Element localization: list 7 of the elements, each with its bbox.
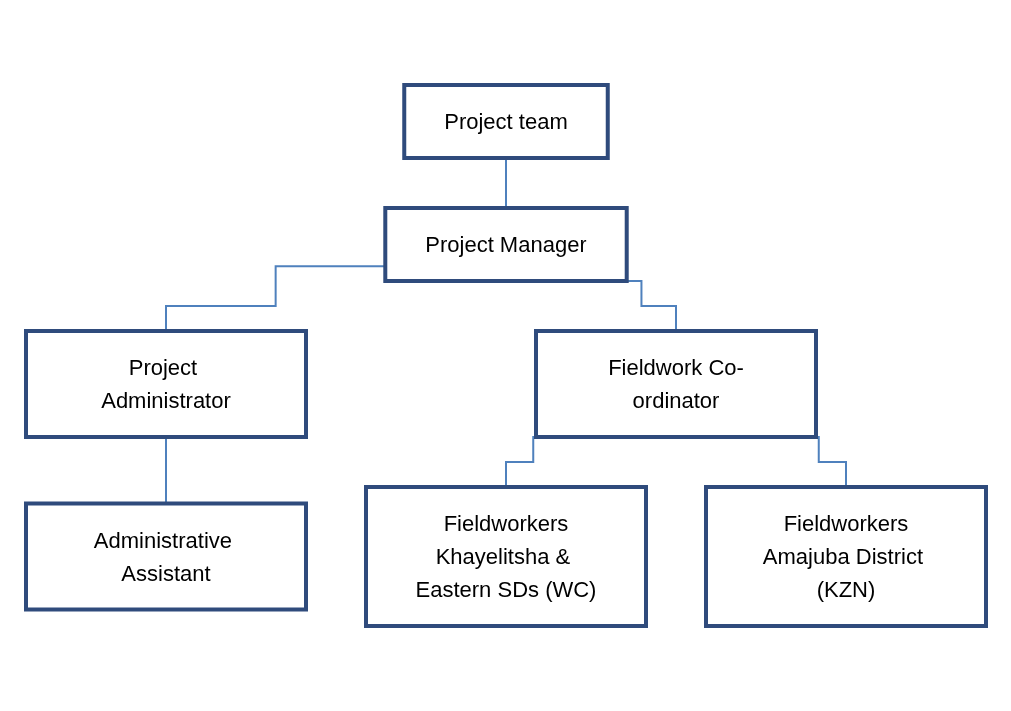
node-box: Project Manager — [382, 206, 629, 283]
node-box: Project team — [401, 83, 610, 160]
node-box: Fieldworkers Khayelitsha & Eastern SDs (WC) — [363, 485, 648, 628]
node-box: Project Administrator — [23, 329, 308, 439]
node-box: Fieldworkers Amajuba District (KZN) — [703, 485, 988, 628]
node-box: Administrative Assistant — [23, 501, 308, 612]
node-box: Fieldwork Co-ordinator — [533, 329, 818, 439]
